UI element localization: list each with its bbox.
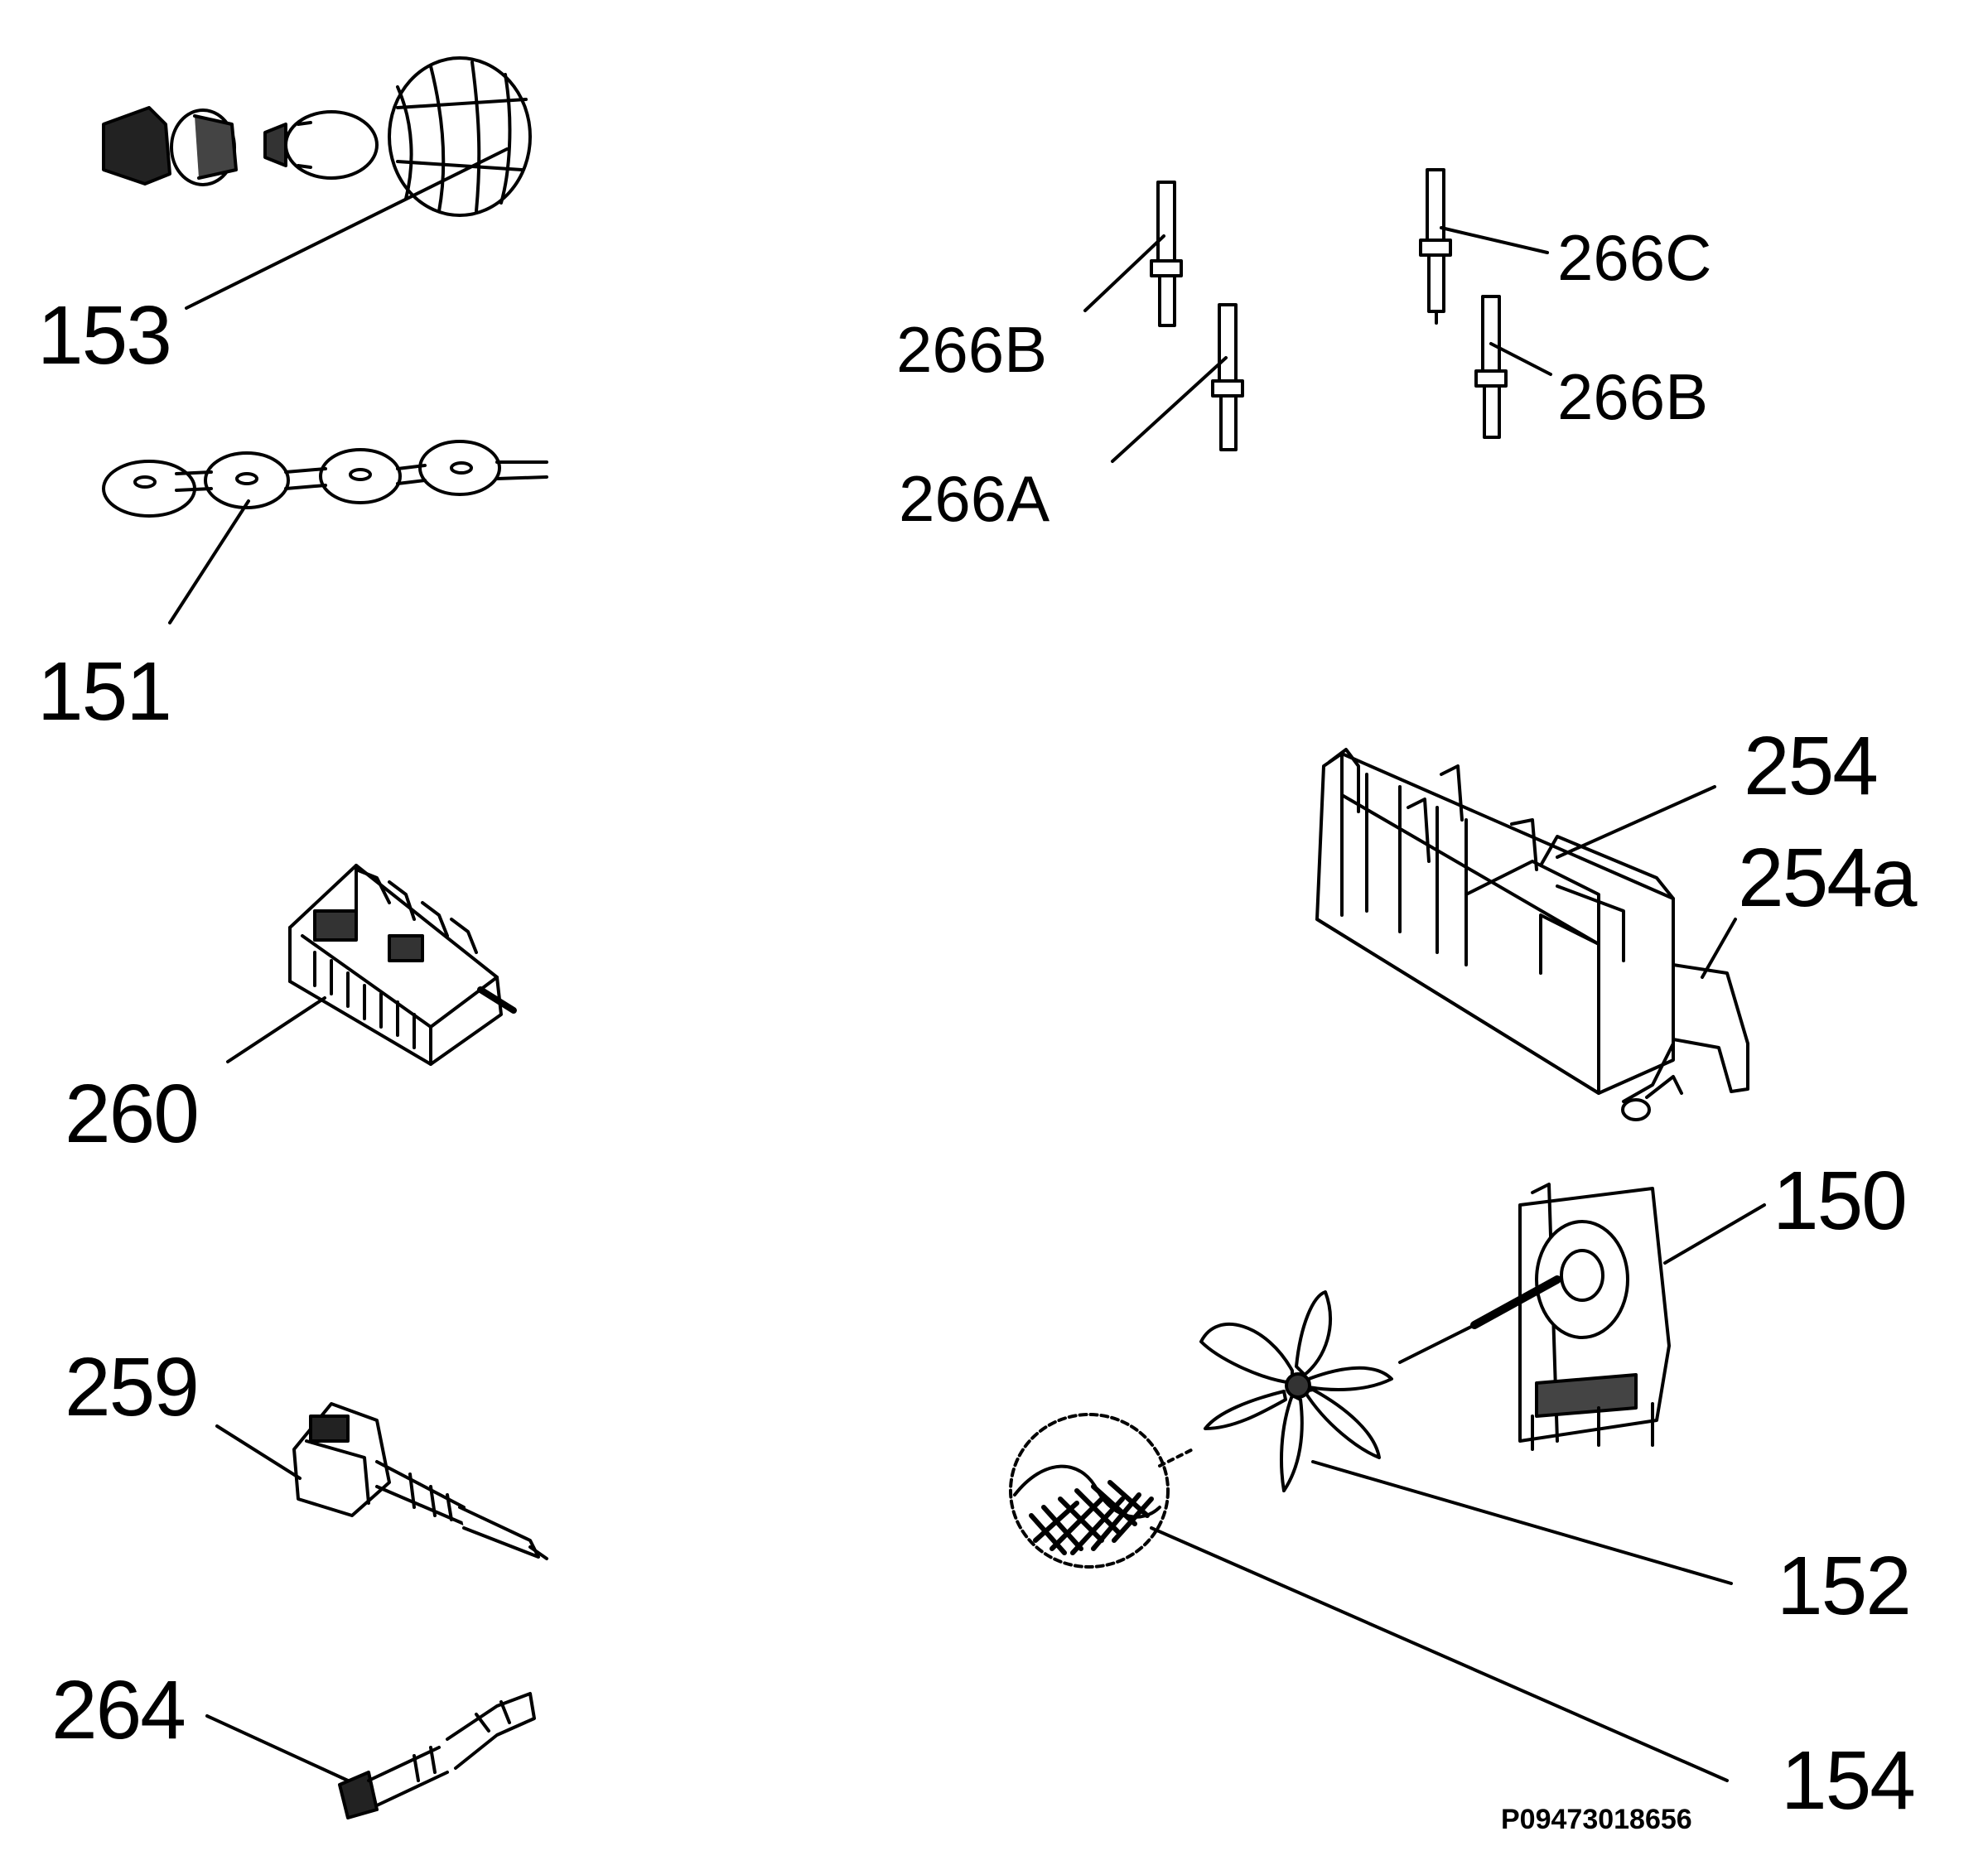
bracket-part-254a [1621, 918, 1749, 1121]
mesh-filter-part-154 [1009, 1413, 1729, 1782]
label-266a: 266A [899, 462, 1050, 535]
label-266c: 266C [1557, 221, 1712, 294]
label-153: 153 [37, 289, 172, 382]
label-254: 254 [1744, 720, 1879, 812]
label-150: 150 [1773, 1154, 1908, 1247]
label-259: 259 [65, 1341, 200, 1434]
thermocouple-266b-right [1474, 295, 1552, 439]
lamp-assembly-part-153 [102, 56, 532, 310]
label-266b-right: 266B [1557, 360, 1709, 433]
fan-motor-part-150 [1398, 1183, 1766, 1451]
thermocouple-266c [1419, 168, 1549, 325]
label-254a: 254a [1738, 831, 1917, 924]
ignition-generator-part-254 [1315, 748, 1716, 1095]
capillary-part-151 [102, 440, 548, 624]
fan-blade-part-152 [1199, 1290, 1733, 1585]
thermostat-part-259 [215, 1402, 548, 1560]
reference-code: P09473018656 [1501, 1804, 1692, 1835]
label-266b-left: 266B [896, 313, 1048, 386]
label-151: 151 [37, 645, 172, 738]
thermocouple-266a [1111, 303, 1244, 463]
label-152: 152 [1777, 1540, 1912, 1632]
gas-tap-part-264 [205, 1692, 536, 1819]
thermocouple-266b-left [1083, 181, 1183, 327]
selector-switch-part-260 [226, 864, 517, 1066]
label-260: 260 [65, 1068, 200, 1160]
label-264: 264 [51, 1664, 186, 1757]
label-154: 154 [1781, 1734, 1916, 1827]
